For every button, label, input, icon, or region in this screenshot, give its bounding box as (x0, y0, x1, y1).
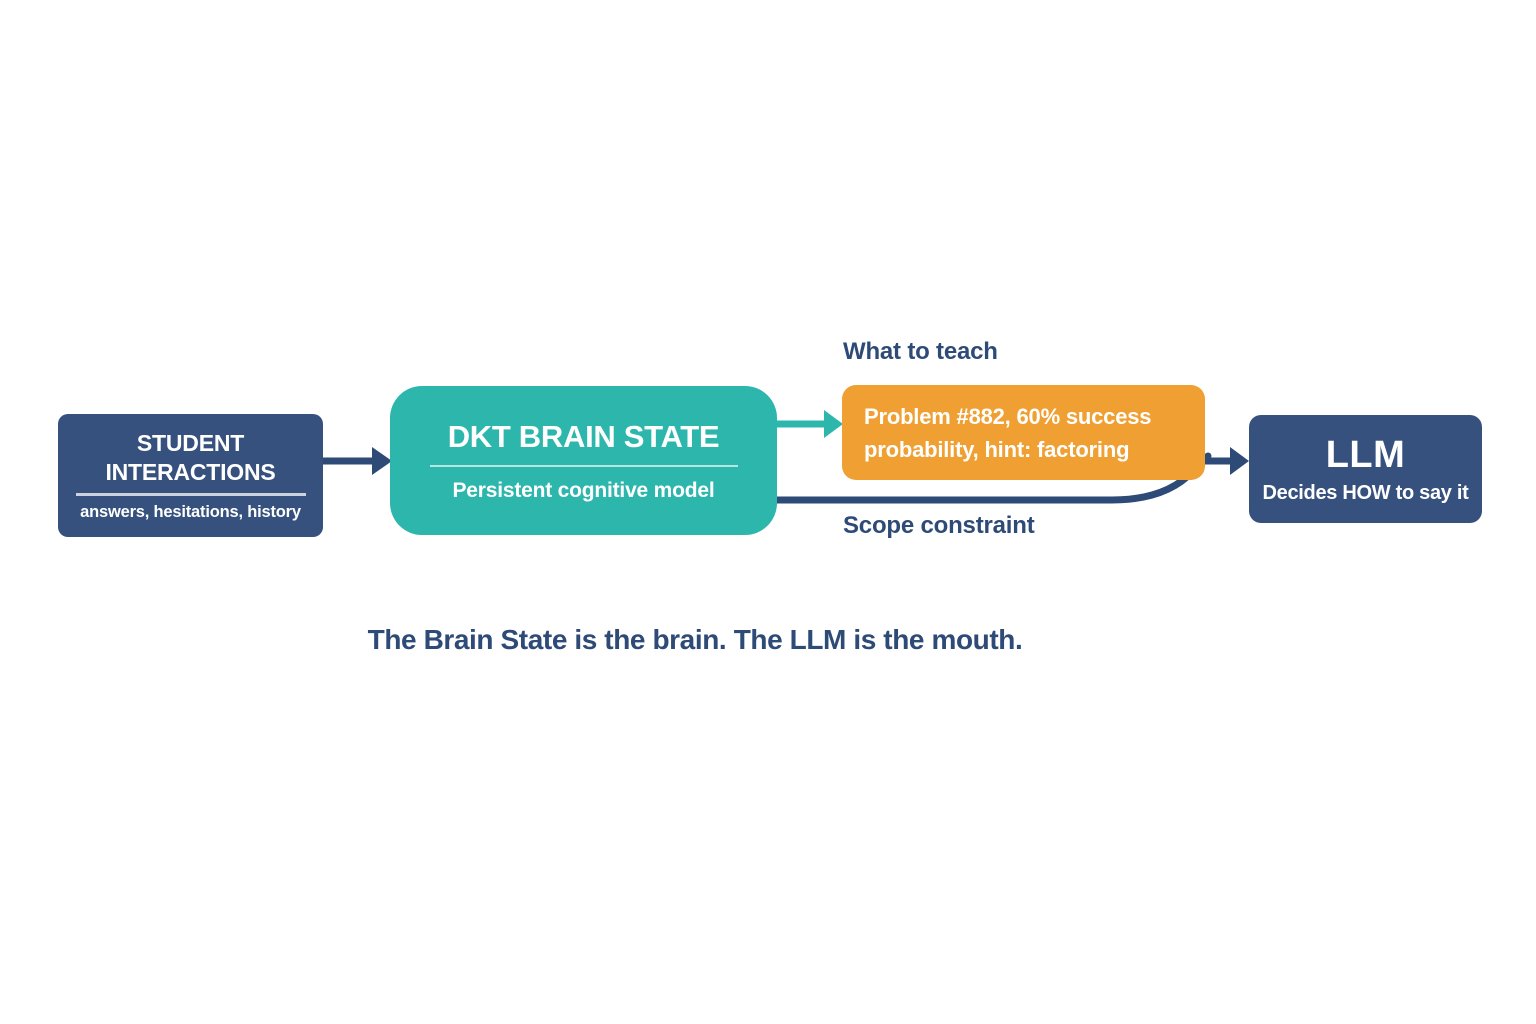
node-dkt-brain-state: DKT BRAIN STATE Persistent cognitive mod… (390, 386, 777, 535)
arrow-student-to-dkt (323, 447, 392, 475)
node-llm: LLM Decides HOW to say it (1249, 415, 1482, 523)
llm-title: LLM (1325, 433, 1406, 476)
student-interactions-subtitle: answers, hesitations, history (80, 503, 301, 522)
divider (75, 493, 306, 497)
dkt-brain-state-subtitle: Persistent cognitive model (452, 478, 715, 502)
scope-constraint-label: Scope constraint (843, 512, 1035, 539)
node-student-interactions: STUDENT INTERACTIONS answers, hesitation… (58, 414, 323, 537)
diagram-caption: The Brain State is the brain. The LLM is… (367, 624, 1023, 655)
dkt-brain-state-title: DKT BRAIN STATE (447, 418, 720, 454)
arrow-dkt-to-output (777, 410, 843, 438)
llm-subtitle: Decides HOW to say it (1262, 481, 1469, 504)
node-teach-output: Problem #882, 60% success probability, h… (842, 385, 1205, 480)
divider (429, 464, 738, 467)
teach-output-text: Problem #882, 60% success probability, h… (864, 403, 1152, 462)
arrow-output-to-llm (1200, 447, 1249, 475)
student-interactions-title: STUDENT INTERACTIONS (105, 429, 276, 485)
what-to-teach-label: What to teach (843, 338, 998, 365)
